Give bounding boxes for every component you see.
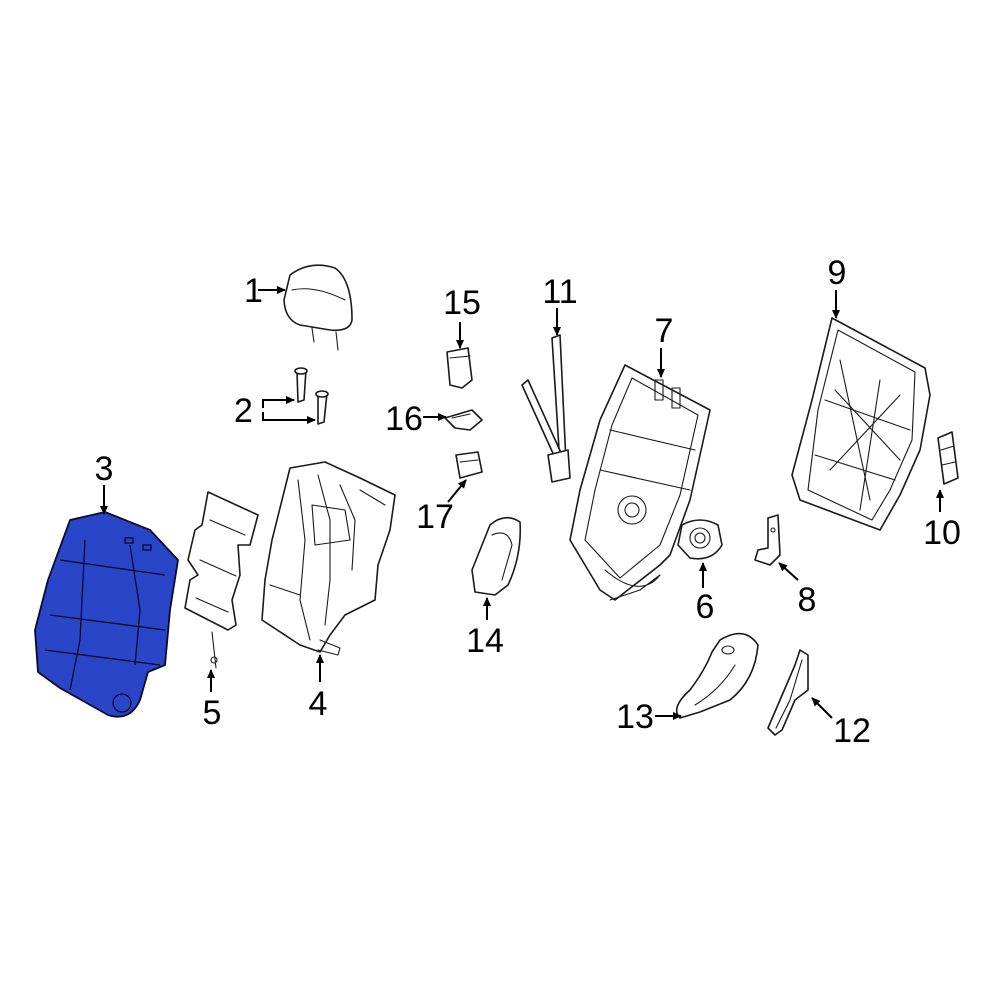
part-4-seat-back-cushion[interactable] bbox=[261, 461, 396, 656]
callout-labels: 1 2 3 4 5 6 7 8 9 10 11 12 13 14 15 16 1… bbox=[95, 254, 961, 750]
callout-6[interactable]: 6 bbox=[696, 588, 715, 626]
callout-1[interactable]: 1 bbox=[244, 272, 263, 310]
part-8-bracket[interactable] bbox=[754, 514, 781, 566]
callout-9[interactable]: 9 bbox=[828, 254, 847, 292]
part-5-seat-back-pad[interactable] bbox=[184, 491, 259, 669]
part-3-seat-back-cover[interactable] bbox=[34, 511, 179, 718]
part-16-bracket[interactable] bbox=[444, 409, 483, 431]
callout-4[interactable]: 4 bbox=[309, 685, 328, 723]
part-12-trim-cover[interactable] bbox=[767, 649, 809, 736]
part-13-trim-cover[interactable] bbox=[675, 632, 759, 719]
leader-lines bbox=[100, 286, 944, 720]
part-11-strap[interactable] bbox=[521, 334, 571, 483]
part-15-switch[interactable] bbox=[446, 347, 473, 389]
callout-14[interactable]: 14 bbox=[466, 622, 504, 660]
callout-2[interactable]: 2 bbox=[234, 392, 253, 430]
callout-8[interactable]: 8 bbox=[798, 581, 817, 619]
part-1-headrest[interactable] bbox=[283, 264, 353, 351]
part-2-headrest-guides[interactable] bbox=[294, 367, 329, 425]
callout-3[interactable]: 3 bbox=[95, 450, 114, 488]
callout-12[interactable]: 12 bbox=[833, 712, 871, 750]
part-9-back-panel[interactable] bbox=[791, 317, 931, 531]
callout-10[interactable]: 10 bbox=[923, 514, 961, 552]
part-6-recliner-mechanism[interactable] bbox=[677, 519, 723, 560]
callout-11[interactable]: 11 bbox=[542, 273, 577, 311]
part-17-connector[interactable] bbox=[455, 451, 483, 479]
callout-13[interactable]: 13 bbox=[616, 698, 654, 736]
callout-7[interactable]: 7 bbox=[655, 312, 674, 350]
callout-17[interactable]: 17 bbox=[416, 498, 454, 536]
callout-15[interactable]: 15 bbox=[443, 284, 481, 322]
callout-16[interactable]: 16 bbox=[385, 400, 423, 438]
part-10-clip[interactable] bbox=[937, 431, 959, 485]
part-7-seat-back-frame[interactable] bbox=[569, 364, 711, 601]
callout-5[interactable]: 5 bbox=[203, 694, 222, 732]
part-14-side-cover[interactable] bbox=[471, 516, 522, 596]
